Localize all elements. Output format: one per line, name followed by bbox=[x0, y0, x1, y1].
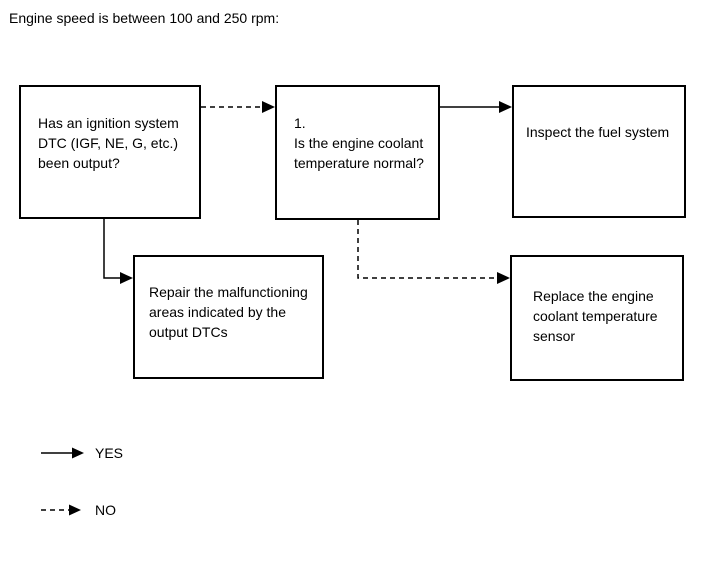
legend-label-no: NO bbox=[95, 502, 116, 518]
solid-arrow-icon bbox=[41, 447, 84, 459]
arrow-ignition-to-coolant-no bbox=[201, 101, 275, 113]
page-title: Engine speed is between 100 and 250 rpm: bbox=[9, 10, 280, 26]
legend-item-no: NO bbox=[40, 501, 116, 519]
node-text: Inspect the fuel system bbox=[526, 124, 670, 140]
node-repair-malfunctioning-areas: Repair the malfunctioning areas indicate… bbox=[133, 255, 324, 379]
node-text: Replace the engine coolant temperature s… bbox=[533, 288, 658, 344]
node-text: Repair the malfunctioning areas indicate… bbox=[149, 284, 308, 340]
node-text: Has an ignition system DTC (IGF, NE, G, … bbox=[38, 115, 179, 171]
arrow-ignition-to-repair-yes bbox=[103, 219, 133, 284]
dashed-arrow-icon bbox=[41, 504, 81, 516]
legend-item-yes: YES bbox=[40, 444, 123, 462]
node-ignition-dtc-question: Has an ignition system DTC (IGF, NE, G, … bbox=[19, 85, 201, 219]
arrow-coolant-to-fuel-yes bbox=[440, 101, 512, 113]
legend-label-yes: YES bbox=[95, 445, 124, 461]
node-replace-coolant-sensor: Replace the engine coolant temperature s… bbox=[510, 255, 684, 381]
node-inspect-fuel-system: Inspect the fuel system bbox=[512, 85, 686, 218]
arrow-coolant-to-replace-no bbox=[357, 220, 510, 284]
node-coolant-temp-question: 1. Is the engine coolant temperature nor… bbox=[275, 85, 440, 220]
node-text: 1. Is the engine coolant temperature nor… bbox=[294, 115, 424, 171]
